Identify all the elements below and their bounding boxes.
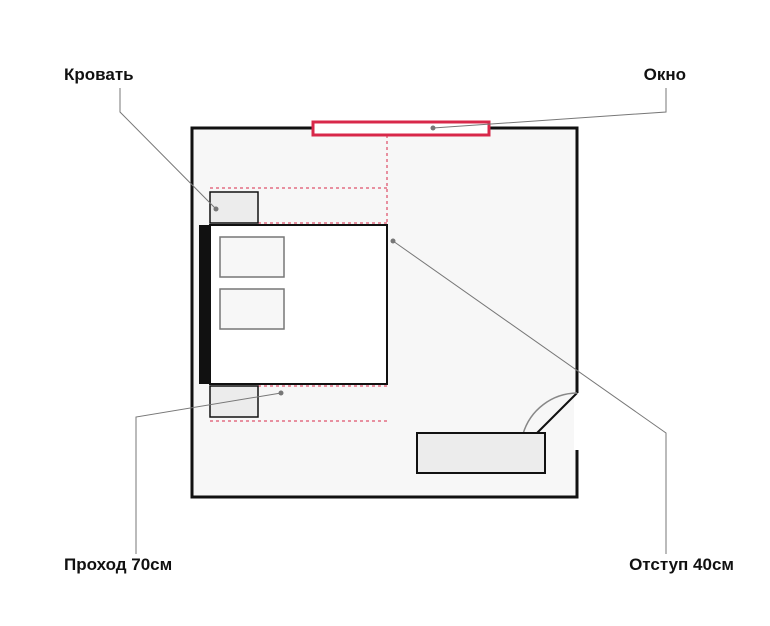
callout-offset: Отступ 40см xyxy=(629,555,734,574)
nightstand-top xyxy=(209,191,259,224)
leader-offset-dot xyxy=(390,238,396,244)
door-swing-arc xyxy=(522,392,578,435)
bed-headboard xyxy=(199,225,211,384)
room-walls xyxy=(190,126,579,499)
door-leaf xyxy=(535,392,578,435)
callout-bed: Кровать xyxy=(64,65,134,84)
leader-bed-dot xyxy=(213,206,219,212)
leader-passage xyxy=(135,392,282,554)
nightstand-bottom xyxy=(209,385,259,418)
leader-offset xyxy=(392,240,667,554)
leader-bed xyxy=(119,88,217,210)
pillow-bottom xyxy=(219,288,285,330)
leader-window xyxy=(432,88,667,129)
leader-window-dot xyxy=(430,125,436,131)
dresser xyxy=(416,432,546,474)
leader-passage-dot xyxy=(278,390,284,396)
callout-passage: Проход 70см xyxy=(64,555,172,574)
window xyxy=(311,120,491,137)
callout-window: Окно xyxy=(644,65,686,84)
pillow-top xyxy=(219,236,285,278)
door-opening xyxy=(574,393,580,450)
